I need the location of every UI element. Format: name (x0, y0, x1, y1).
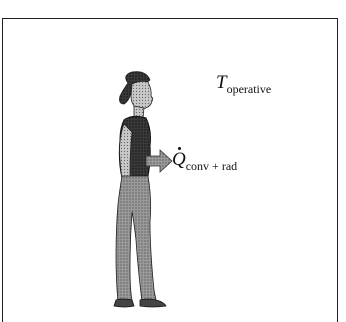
heat-transfer-label: Qconv + rad (172, 150, 237, 169)
shoe-front (140, 299, 166, 307)
shoe-back (114, 299, 134, 307)
heat-symbol: Q (172, 150, 186, 169)
head (131, 81, 153, 109)
temperature-symbol: T (216, 72, 227, 93)
heat-subscript: conv + rad (186, 159, 237, 173)
legs (116, 176, 156, 302)
operative-temperature-label: Toperative (216, 73, 271, 92)
temperature-subscript: operative (227, 82, 272, 96)
